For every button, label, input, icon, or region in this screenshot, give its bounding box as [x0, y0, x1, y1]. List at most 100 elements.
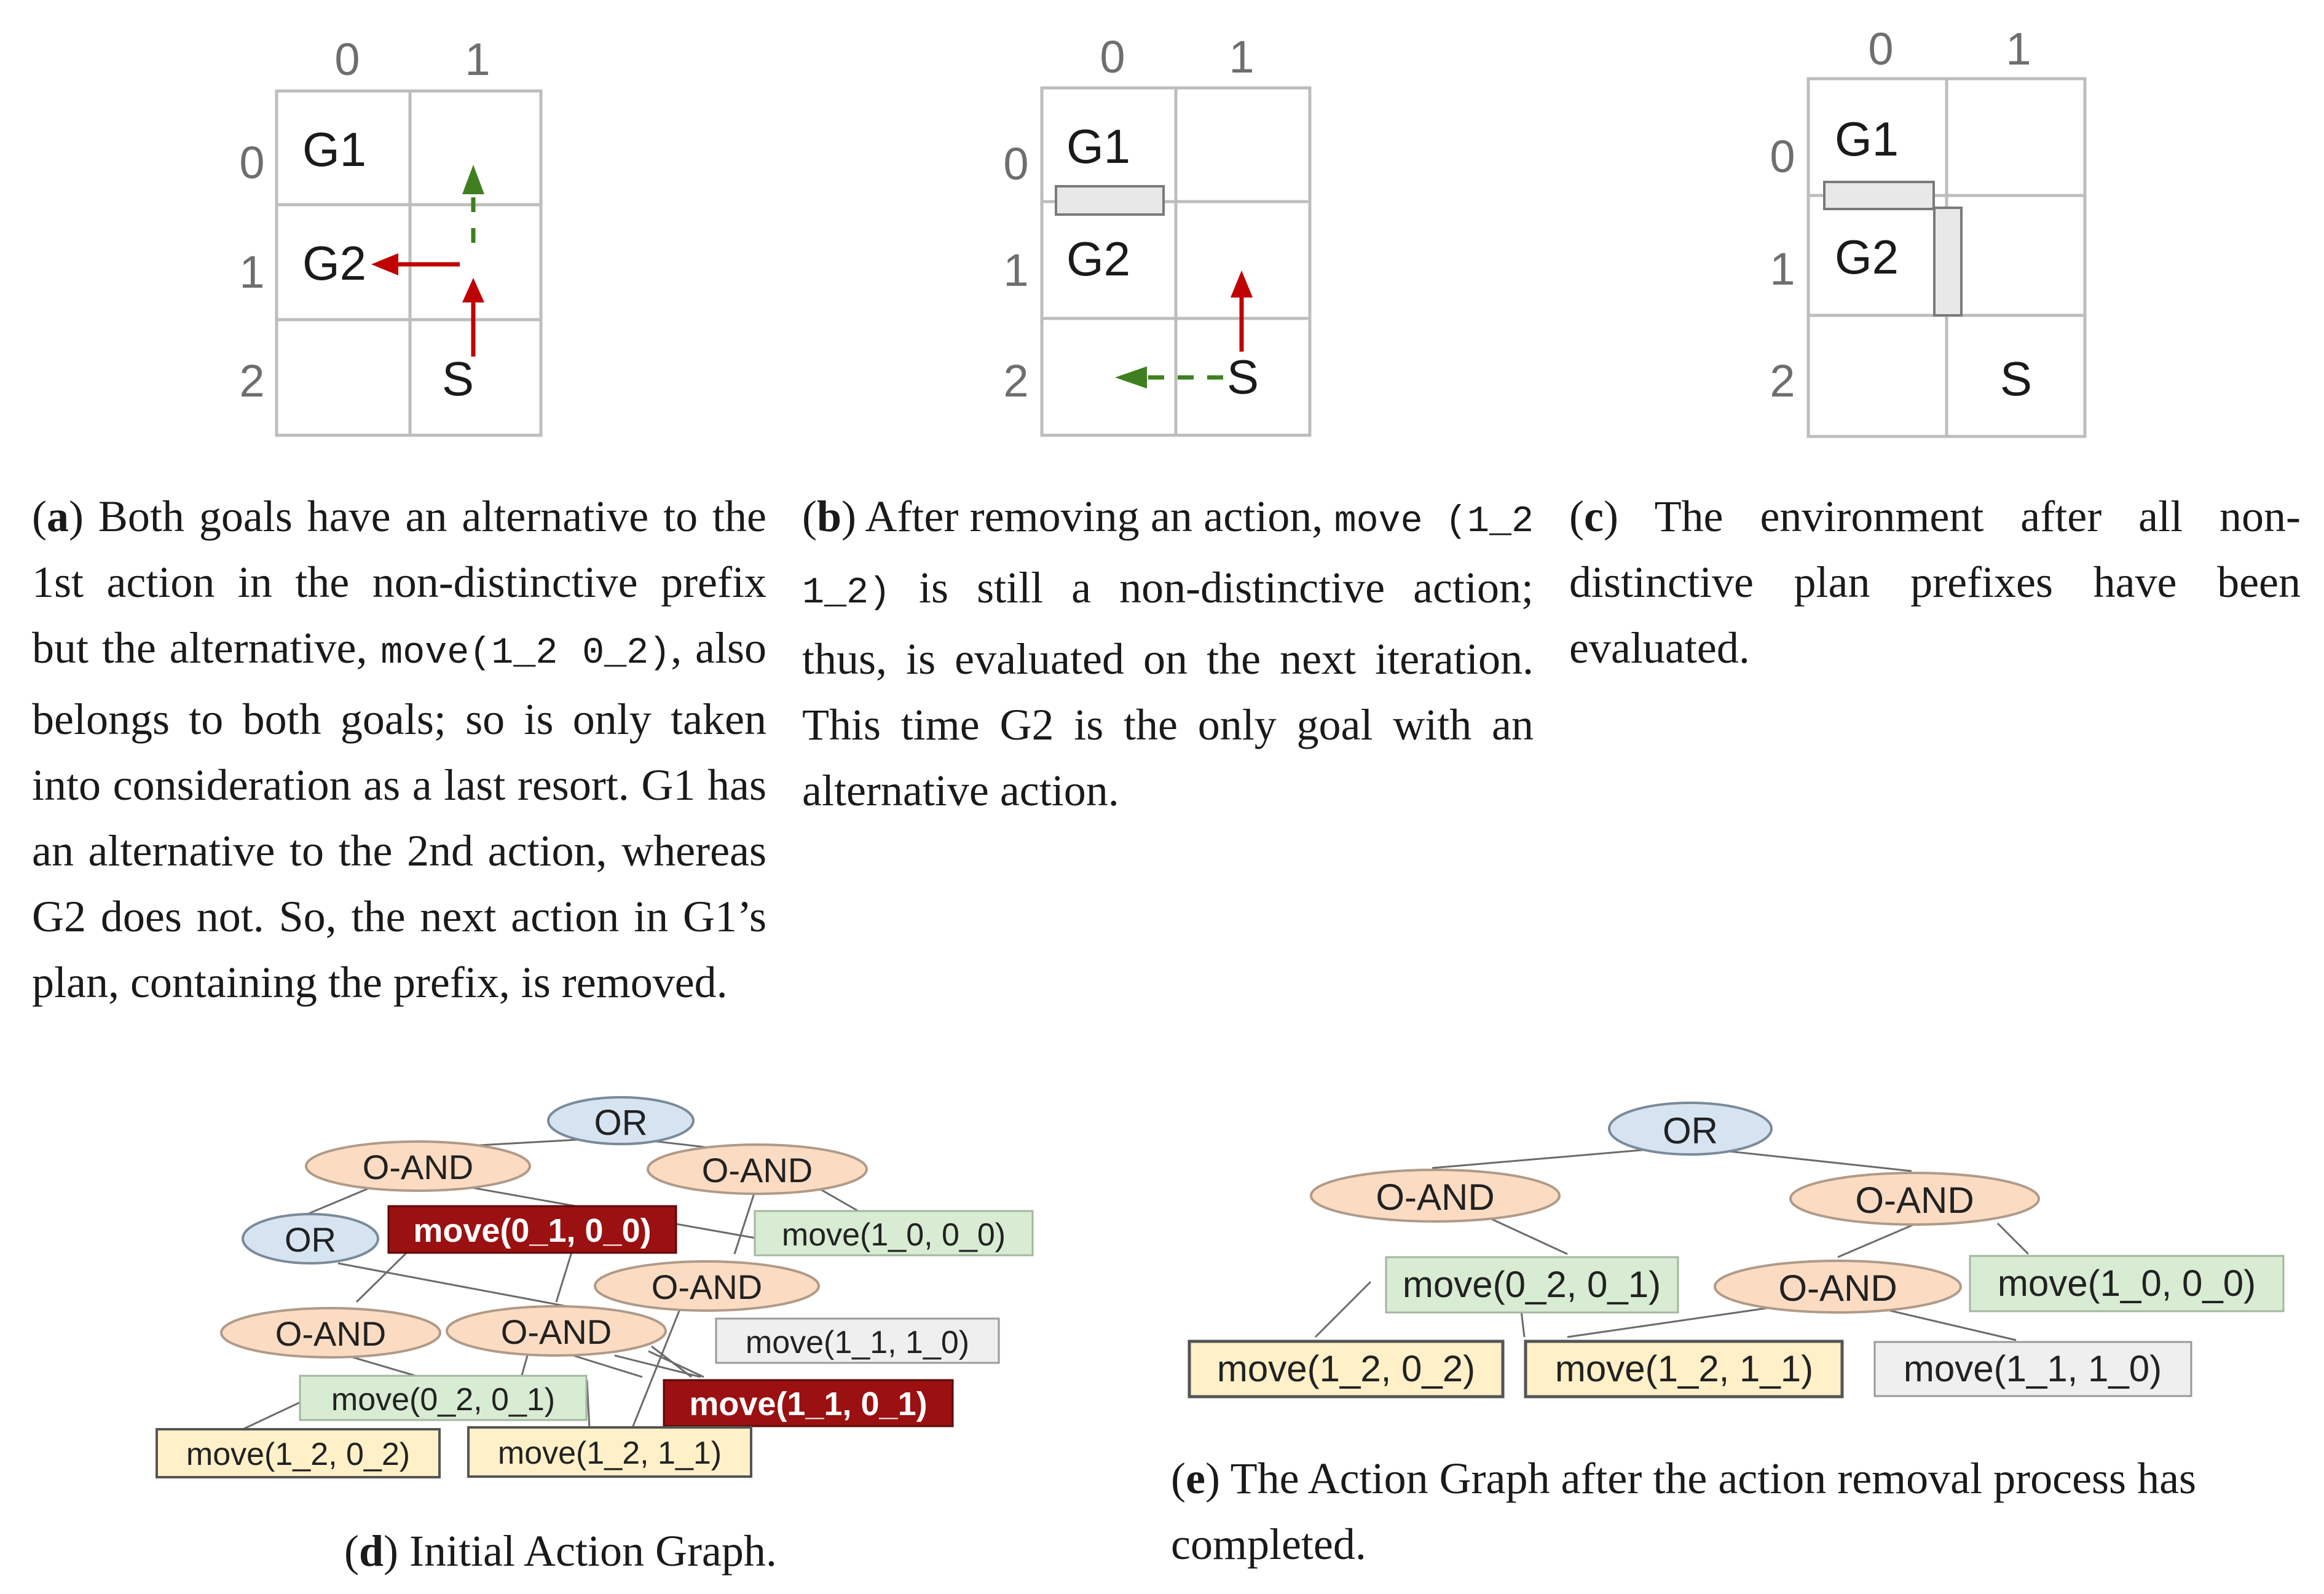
oand-node-left — [1310, 1169, 1561, 1223]
oand-node-mid-label: O-AND — [652, 1268, 762, 1306]
col-label-1: 1 — [465, 34, 490, 85]
red-arrow-up-head — [1231, 270, 1253, 298]
wall-horizontal — [1823, 181, 1935, 210]
caption-letter: a — [46, 492, 69, 541]
row-label-1: 1 — [239, 247, 264, 298]
col-label-0: 0 — [1868, 23, 1893, 74]
cell-g2: G2 — [302, 236, 366, 290]
red-arrow-left-head — [371, 253, 398, 275]
action-box-green-label: move(1_0, 0_0) — [782, 1217, 1006, 1253]
red-arrow-up-head — [462, 278, 484, 302]
or-node-top — [1608, 1102, 1773, 1156]
col-label-0: 0 — [334, 34, 360, 85]
or-node-top-label: OR — [594, 1103, 648, 1143]
oand-node-mid-label: O-AND — [1778, 1268, 1897, 1309]
oand-node-mid — [1714, 1260, 1962, 1314]
oand-node-right — [1789, 1172, 2040, 1226]
action-box-yellow-label: move(1_2, 0_2) — [1217, 1348, 1475, 1389]
removed-action-label: move(1_1, 0_1) — [689, 1386, 927, 1422]
caption-letter: b — [816, 492, 842, 541]
caption-text: After removing an action, — [856, 492, 1334, 541]
cell-s: S — [442, 352, 474, 406]
cell-g1: G1 — [1835, 112, 1899, 166]
cell-s: S — [2000, 352, 2032, 406]
col-label-1: 1 — [1229, 31, 1254, 82]
caption-text: Both goals have an alternative to the 1s… — [32, 492, 766, 673]
oand-node-left — [305, 1140, 531, 1192]
action-box-green — [754, 1210, 1034, 1257]
caption-text: The environment after all non-distinctiv… — [1569, 492, 2301, 673]
removed-action-box — [663, 1379, 954, 1427]
action-box-gray-label: move(1_1, 1_0) — [746, 1325, 969, 1360]
caption-letter: e — [1185, 1454, 1205, 1503]
caption-text: , also belongs to both goals; so is only… — [32, 623, 766, 1007]
action-box-gray-label: move(1_1, 1_0) — [1904, 1348, 2162, 1389]
action-box-yellow-label: move(1_2, 0_2) — [186, 1437, 410, 1472]
cell-s: S — [1227, 350, 1259, 404]
oand-node-m2-label: O-AND — [501, 1312, 612, 1351]
caption-text: The Action Graph after the action remova… — [1171, 1454, 2197, 1569]
row-label-2: 2 — [1003, 355, 1028, 406]
oand-node-right — [647, 1143, 868, 1195]
action-box-yellow-label: move(1_2, 1_1) — [1555, 1348, 1813, 1389]
oand-node-left-label: O-AND — [363, 1148, 473, 1186]
panel-d-graph: OR O-AND O-AND OR move(0_1, 0_0) move(1_… — [156, 1096, 1034, 1478]
cell-g1: G1 — [302, 122, 366, 176]
caption-e: (e) The Action Graph after the action re… — [1171, 1454, 2197, 1569]
oand-node-l2-label: O-AND — [275, 1314, 386, 1353]
or-node-mid-label: OR — [285, 1220, 336, 1259]
action-box-yellow — [467, 1426, 752, 1478]
green-arrow-left-head — [1115, 366, 1147, 389]
action-box-green-label: move(0_2, 0_1) — [331, 1382, 555, 1418]
caption-code: move(1_2 0_2) — [380, 633, 671, 674]
col-label-1: 1 — [2006, 23, 2031, 74]
row-label-0: 0 — [1770, 131, 1795, 182]
removed-action-label: move(0_1, 0_0) — [413, 1212, 651, 1249]
row-label-1: 1 — [1003, 245, 1028, 296]
action-box-green — [1969, 1255, 2285, 1312]
cell-g2: G2 — [1835, 230, 1899, 284]
oand-node-m2 — [446, 1305, 667, 1357]
or-node-top-label: OR — [1663, 1110, 1718, 1151]
action-box-yellow-label: move(1_2, 1_1) — [498, 1435, 722, 1471]
row-label-0: 0 — [1003, 138, 1028, 189]
action-box-green-label: move(1_0, 0_0) — [1998, 1263, 2256, 1304]
action-box-green-label: move(0_2, 0_1) — [1403, 1264, 1661, 1305]
caption-letter: c — [1583, 492, 1604, 541]
action-box-yellow — [156, 1428, 441, 1478]
row-label-2: 2 — [1770, 355, 1795, 406]
oand-node-left-label: O-AND — [1376, 1177, 1494, 1218]
row-label-1: 1 — [1770, 243, 1795, 294]
or-node-mid — [242, 1213, 379, 1265]
col-label-0: 0 — [1100, 31, 1125, 82]
panel-c-grid: 0 1 0 1 2 G1 G2 S — [1770, 23, 2087, 438]
row-label-2: 2 — [239, 355, 264, 406]
caption-c: (c) The environment after all non-distin… — [1569, 492, 2301, 673]
or-node-top — [547, 1096, 695, 1145]
oand-node-mid — [594, 1260, 820, 1312]
oand-node-right-label: O-AND — [702, 1151, 813, 1190]
panel-e-graph: OR O-AND O-AND move(0_2, 0_1) O-AND move… — [1188, 1102, 2285, 1399]
panel-b-grid: 0 1 0 1 2 G1 G2 S — [1003, 31, 1312, 437]
caption-a: (a) Both goals have an alternative to th… — [32, 492, 766, 1007]
action-box-gray — [715, 1317, 1000, 1364]
action-box-gray — [1873, 1341, 2192, 1397]
removed-action-box — [387, 1205, 677, 1254]
action-box-yellow — [1188, 1340, 1505, 1399]
wall-horizontal — [1055, 185, 1165, 216]
green-arrow-up-head — [462, 165, 484, 194]
action-box-green — [1385, 1256, 1679, 1314]
action-box-yellow — [1524, 1340, 1844, 1399]
action-box-green — [299, 1375, 588, 1421]
panel-a-grid: 0 1 0 1 2 G1 G2 S — [239, 34, 543, 437]
wall-vertical — [1933, 207, 1963, 317]
caption-letter: d — [358, 1526, 384, 1576]
caption-b: (b) After removing an action, move (1_2 … — [802, 492, 1534, 815]
caption-d: (d) Initial Action Graph. — [344, 1526, 777, 1576]
caption-code: move (1_2 1_2) — [802, 501, 1534, 614]
caption-text: Initial Action Graph. — [398, 1526, 777, 1576]
oand-node-right-label: O-AND — [1855, 1180, 1974, 1221]
cell-g1: G1 — [1066, 119, 1130, 173]
caption-text: is still a non-distinctive action; thus,… — [802, 563, 1534, 815]
